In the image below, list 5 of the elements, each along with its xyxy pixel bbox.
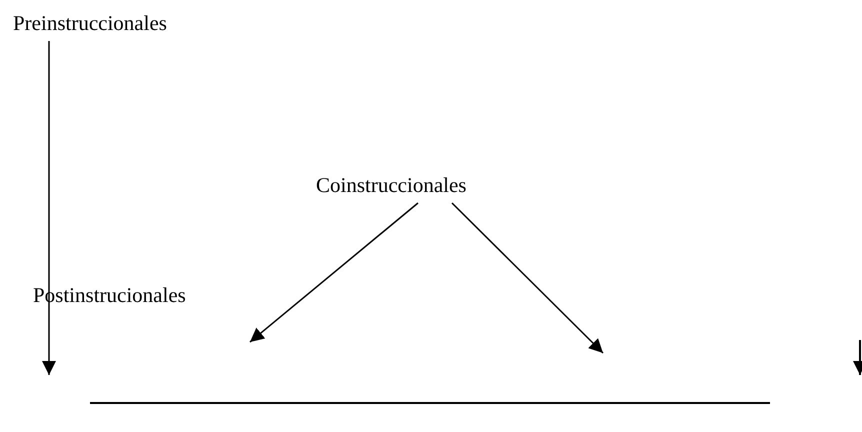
arrow xyxy=(250,202,418,343)
text-label: Coinstruccionales xyxy=(316,173,466,197)
arrow xyxy=(42,41,56,375)
arrow xyxy=(451,202,604,354)
text-label: Preinstruccionales xyxy=(13,11,167,35)
